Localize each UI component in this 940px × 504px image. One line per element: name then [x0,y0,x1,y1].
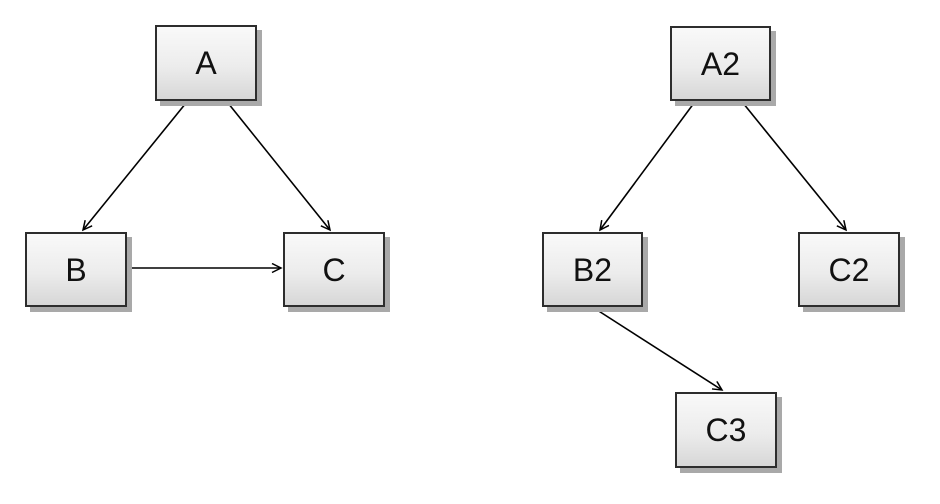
edge-a2-to-b2 [600,102,695,230]
node-label-b: B [65,251,87,288]
node-c2: C2 [798,232,900,307]
node-label-c: C [322,251,346,288]
edge-b2-to-c3 [593,307,722,390]
node-label-a2: A2 [700,45,741,82]
node-label-b2: B2 [572,251,613,288]
edge-a-to-b [83,102,187,230]
node-c: C [283,232,385,307]
edge-a-to-c [227,102,330,230]
node-c3: C3 [675,392,777,468]
node-label-a: A [195,45,217,81]
edge-group [83,102,846,390]
node-a: A [155,25,257,101]
node-label-c2: C2 [828,251,870,288]
edge-a2-to-c2 [742,102,846,230]
node-b: B [25,232,127,307]
node-b2: B2 [542,232,643,307]
node-a2: A2 [670,26,771,101]
node-label-c3: C3 [705,412,747,448]
